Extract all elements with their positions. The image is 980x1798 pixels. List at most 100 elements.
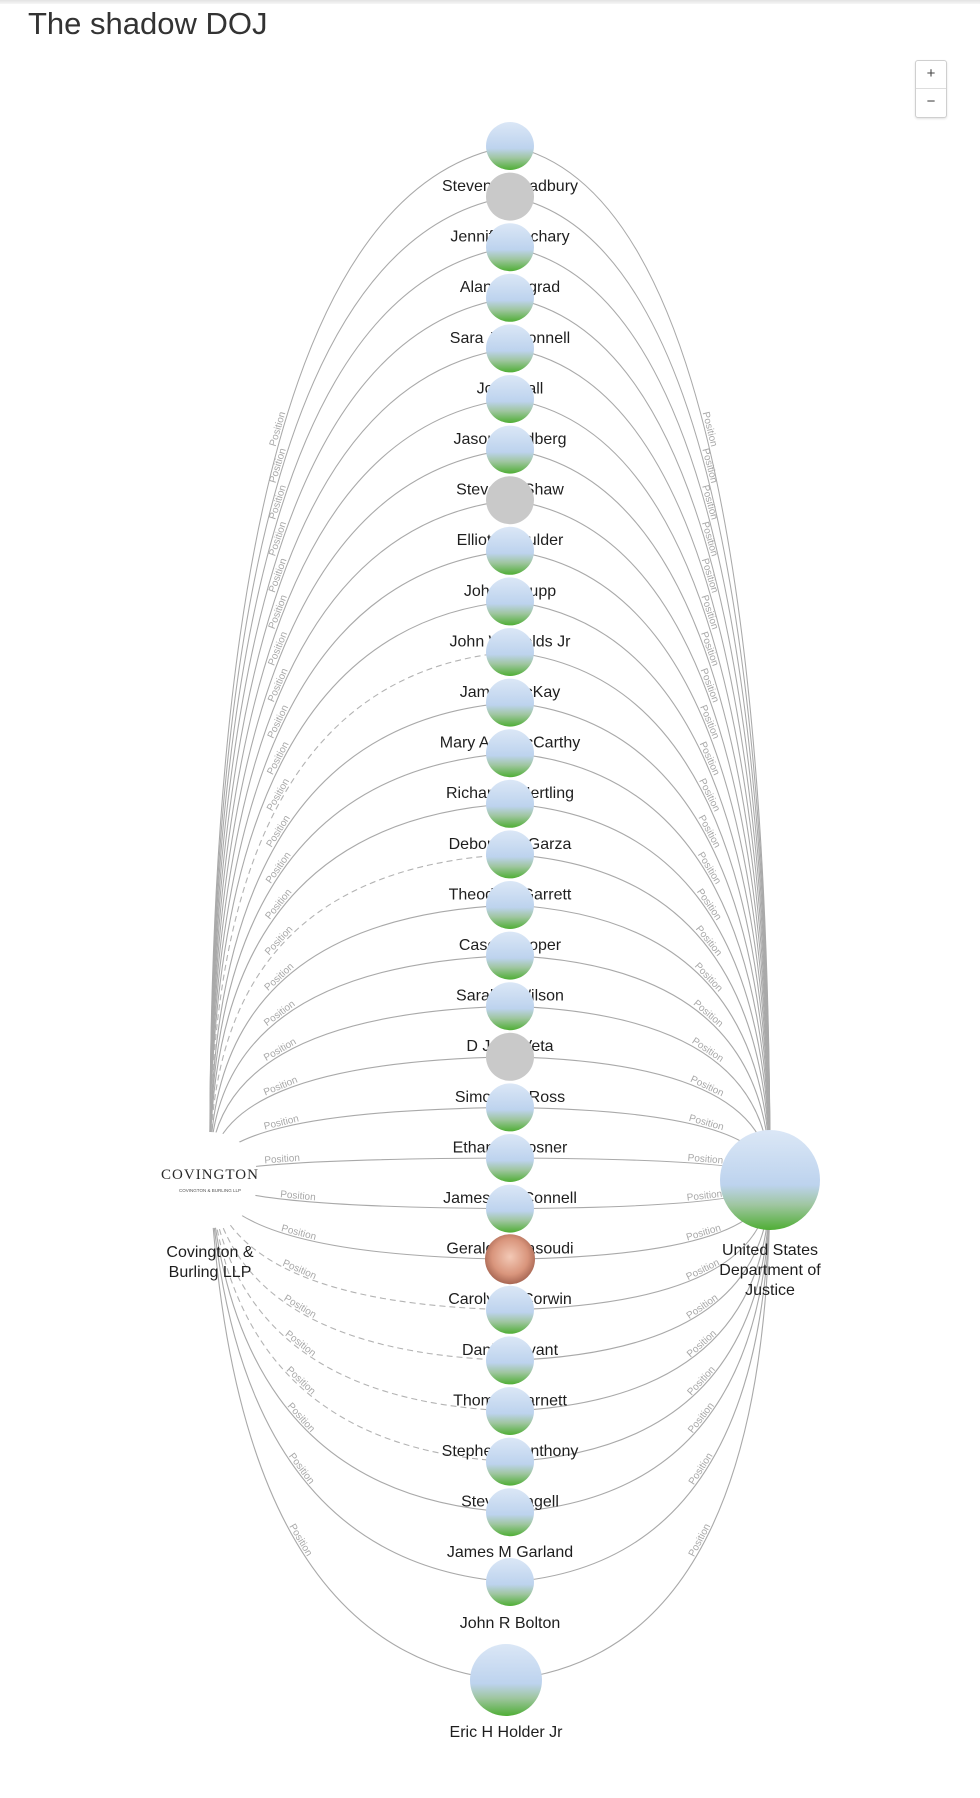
doj-photo[interactable] [720,1130,820,1230]
edge-doj-14 [509,853,771,1181]
edge-doj-27 [509,1179,771,1513]
edge-doj-0 [509,145,771,1181]
person-photo[interactable] [486,678,534,727]
edge-label-left-3: Position [267,520,289,557]
edge-doj-26 [509,1179,771,1463]
edge-label-right-16: Position [691,998,725,1030]
edge-label-right-10: Position [696,777,722,814]
person-photo[interactable] [486,122,534,170]
person-photo[interactable] [486,729,534,778]
edge-covington-24 [209,1179,511,1361]
person-photo[interactable] [486,830,534,879]
edge-label-left-0: Position [268,411,288,448]
edge-label-right-14: Position [693,924,724,959]
edge-label-left-20: Position [264,1153,300,1167]
person-photo[interactable] [486,628,534,676]
zoom-divider [916,88,946,89]
person-name-label: James M Garland [447,1544,573,1561]
person-node[interactable]: John R Bolton [460,1558,561,1632]
person-photo[interactable] [486,1032,534,1081]
edge-doj-25 [509,1179,771,1412]
edge-doj-28 [509,1179,771,1583]
person-node[interactable]: Carolyn F Corwin [448,1234,572,1308]
edge-covington-9 [209,600,511,1181]
doj-label-line: Department of [719,1262,821,1279]
edge-label-left-8: Position [266,703,291,740]
zoom-in-button[interactable]: + [926,65,936,82]
edge-label-right-28: Position [687,1451,716,1487]
covington-label-line: Burling LLP [169,1264,252,1281]
edge-label-left-17: Position [262,1036,298,1063]
zoom-control: + − [915,60,947,118]
person-photo[interactable] [486,273,534,322]
person-photo[interactable] [470,1644,542,1716]
person-photo[interactable] [486,1083,534,1132]
edge-covington-10 [209,651,511,1181]
edge-covington-1 [209,196,511,1181]
person-node[interactable]: James M Garland [447,1488,573,1561]
edge-doj-3 [509,297,771,1181]
person-photo[interactable] [486,1558,534,1606]
edge-label-right-20: Position [687,1153,723,1167]
person-photo[interactable] [486,526,534,575]
person-photo[interactable] [486,881,534,929]
edge-covington-16 [209,955,511,1181]
edge-label-left-11: Position [265,814,293,850]
edge-label-left-24: Position [282,1293,318,1321]
person-photo[interactable] [486,476,534,525]
person-photo[interactable] [486,577,534,626]
person-node[interactable]: Eric H Holder Jr [450,1644,564,1741]
edge-label-left-4: Position [267,557,289,594]
edge-label-left-15: Position [263,961,297,993]
edge-label-right-3: Position [699,521,720,558]
edge-covington-7 [209,499,511,1181]
edge-label-left-29: Position [286,1522,314,1558]
edge-label-left-14: Position [263,924,295,958]
edge-doj-29 [505,1179,771,1681]
edge-label-right-1: Position [699,447,719,484]
person-name-label: John R Bolton [460,1615,561,1632]
edge-label-right-12: Position [695,850,723,886]
edge-label-left-12: Position [264,850,293,885]
person-photo[interactable] [486,1285,534,1334]
edge-label-right-19: Position [688,1113,725,1133]
edge-doj-5 [509,398,771,1181]
edge-doj-4 [509,347,771,1181]
edge-label-right-6: Position [698,630,720,667]
person-photo[interactable] [486,1184,534,1233]
covington-label-line: Covington & [166,1244,253,1261]
person-photo[interactable] [486,1387,534,1435]
person-photo[interactable] [486,931,534,980]
edge-label-right-17: Position [690,1036,726,1065]
person-photo[interactable] [486,375,534,423]
person-photo[interactable] [486,425,534,474]
person-photo[interactable] [485,1234,535,1285]
person-photo[interactable] [486,1488,534,1537]
person-photo[interactable] [486,1437,534,1486]
person-photo[interactable] [486,1336,534,1385]
edge-label-left-25: Position [283,1329,318,1359]
zoom-out-button[interactable]: − [926,93,936,110]
edge-label-right-25: Position [685,1328,719,1360]
edge-doj-10 [509,651,771,1181]
covington-logo-subtext: COVINGTON & BURLING LLP [179,1188,241,1193]
edge-covington-25 [209,1179,511,1412]
edge-label-right-18: Position [689,1074,726,1099]
person-photo[interactable] [486,779,534,828]
person-photo[interactable] [486,324,534,373]
covington-logo[interactable] [162,1132,258,1228]
person-photo[interactable] [486,1134,534,1182]
edge-doj-2 [509,246,771,1181]
edge-covington-12 [209,752,511,1181]
top-border [0,0,980,4]
edge-doj-8 [509,550,771,1181]
person-name-label: Eric H Holder Jr [450,1724,564,1741]
edge-label-left-22: Position [280,1223,317,1243]
edge-label-left-21: Position [280,1189,316,1203]
person-photo[interactable] [486,982,534,1031]
person-photo[interactable] [486,172,534,221]
person-photo[interactable] [486,223,534,272]
